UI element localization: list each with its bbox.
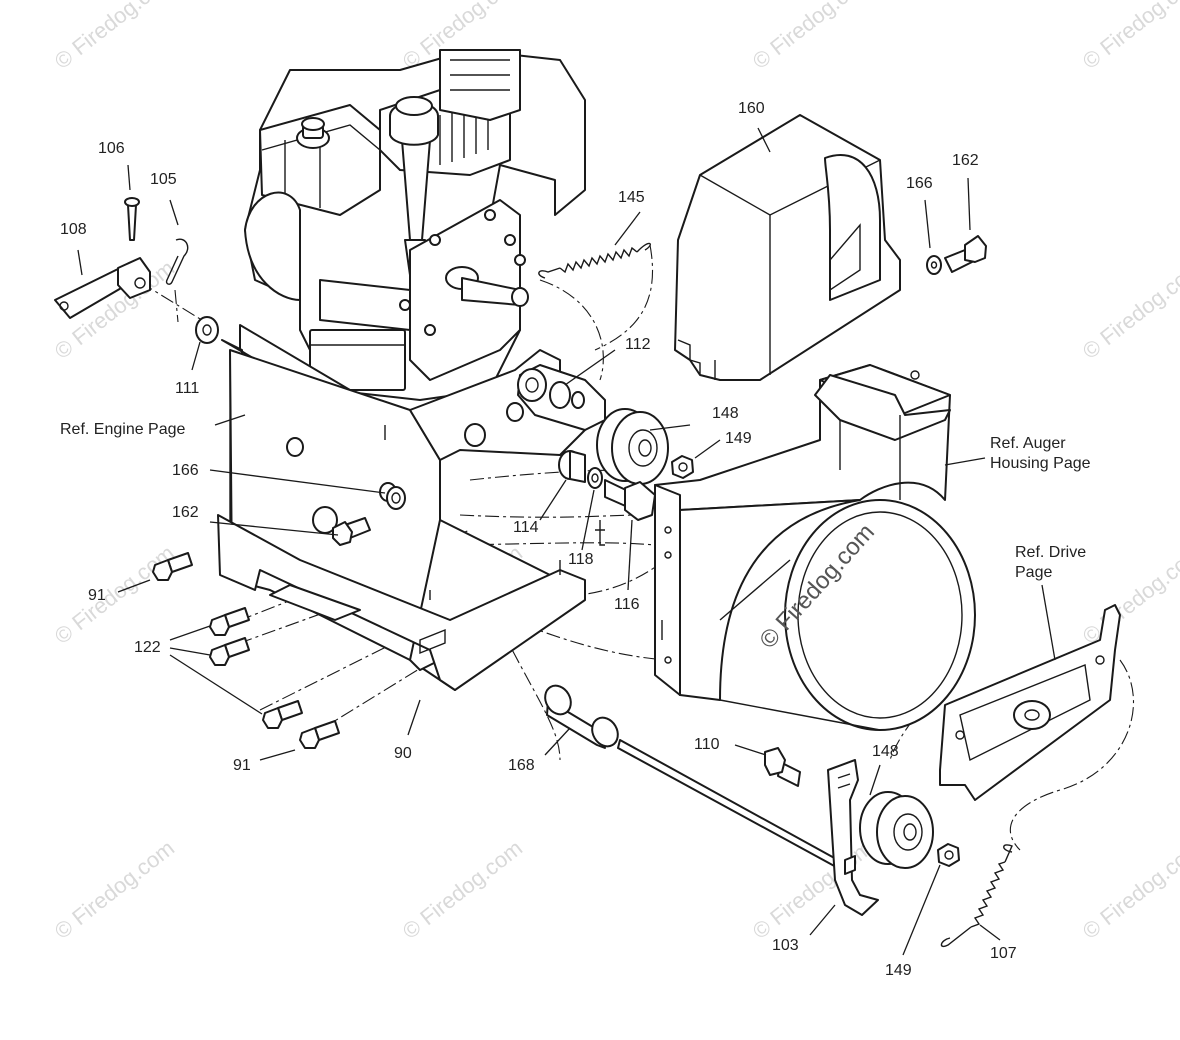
ref-drive-line1: Ref. Drive	[1015, 544, 1086, 561]
spring-107	[940, 844, 1013, 947]
belt-cover-160	[674, 114, 901, 381]
part-label-166: 166	[172, 462, 199, 479]
part-label-91: 91	[233, 757, 251, 774]
fastener-114-118-116	[558, 450, 656, 546]
engine	[244, 49, 586, 401]
bolts-91-122	[152, 552, 340, 749]
pulley-148-lower	[859, 791, 960, 869]
part-label-118: 118	[568, 551, 594, 568]
part-label-122: 122	[134, 639, 161, 656]
part-label-105: 105	[150, 171, 177, 188]
bracket-103	[827, 759, 879, 916]
ref-auger-housing-line1: Ref. Auger	[990, 435, 1066, 452]
reference-labels: Ref. Engine Page Ref. Auger Housing Page…	[60, 421, 1091, 581]
part-label-166: 166	[906, 175, 933, 192]
idler-arm-112	[517, 364, 606, 431]
spring-145	[538, 242, 651, 279]
part-label-148: 148	[872, 743, 899, 760]
part-label-116: 116	[614, 596, 640, 613]
fastener-166-162-plate	[332, 486, 406, 546]
part-label-149: 149	[885, 962, 912, 979]
roller-168	[544, 684, 839, 869]
watermark: © Firedog.com	[50, 835, 179, 944]
ref-engine-page: Ref. Engine Page	[60, 421, 186, 438]
watermark: © Firedog.com	[748, 0, 877, 74]
leader-lines	[77, 127, 1056, 956]
part-label-114: 114	[513, 519, 539, 536]
auger-housing	[654, 364, 976, 731]
part-label-149: 149	[725, 430, 752, 447]
part-label-110: 110	[694, 736, 720, 753]
watermark: © Firedog.com	[1078, 0, 1180, 74]
pulley-148-upper	[596, 408, 694, 485]
part-label-148: 148	[712, 405, 739, 422]
drive-plate	[939, 604, 1121, 801]
watermark: © Firedog.com	[1078, 540, 1180, 649]
part-label-107: 107	[990, 945, 1017, 962]
part-label-168: 168	[508, 757, 535, 774]
bolt-110	[764, 747, 801, 787]
watermark: © Firedog.com	[50, 540, 179, 649]
watermark: © Firedog.com	[398, 835, 527, 944]
part-label-162: 162	[172, 504, 199, 521]
part-label-91: 91	[88, 587, 106, 604]
fastener-166-162-right	[926, 235, 987, 275]
watermark: © Firedog.com	[1078, 835, 1180, 944]
part-label-162: 162	[952, 152, 979, 169]
linkage-108-group	[54, 197, 219, 344]
watermark: © Firedog.com	[50, 0, 179, 74]
part-labels: 106 105 108 111 160 162 166 145 112 148 …	[60, 100, 1017, 979]
ref-drive-line2: Page	[1015, 564, 1052, 581]
part-label-108: 108	[60, 221, 87, 238]
part-label-90: 90	[394, 745, 412, 762]
part-label-145: 145	[618, 189, 645, 206]
part-label-111: 111	[175, 380, 199, 397]
engine-mount-plate	[217, 324, 606, 691]
watermark: © Firedog.com	[1078, 255, 1180, 364]
part-label-103: 103	[772, 937, 799, 954]
part-label-160: 160	[738, 100, 765, 117]
ref-auger-housing-line2: Housing Page	[990, 455, 1091, 472]
part-label-106: 106	[98, 140, 125, 157]
part-label-112: 112	[625, 336, 651, 353]
